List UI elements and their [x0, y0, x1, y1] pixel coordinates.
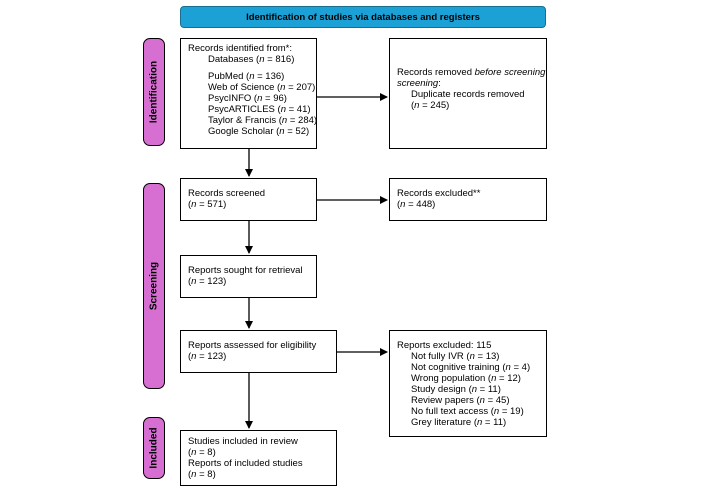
records-screened-box: Records screened (n = 571)	[180, 178, 317, 221]
records-excluded-box: Records excluded** (n = 448)	[389, 178, 547, 221]
records-identified-box: Records identified from*: Databases (n =…	[180, 38, 317, 149]
reports-sought-title: Reports sought for retrieval	[188, 265, 303, 276]
reports-assessed-box: Reports assessed for eligibility (n = 12…	[180, 330, 337, 373]
reports-assessed-count: (n = 123)	[188, 351, 227, 362]
records-identified-title: Records identified from*:	[188, 43, 293, 54]
reason-no-full-text: No full text access (n = 19)	[411, 406, 524, 417]
records-excluded-count: (n = 448)	[397, 199, 436, 210]
reports-included-title: Reports of included studies	[188, 458, 303, 469]
records-removed-title-2: screening:	[397, 78, 441, 89]
reports-sought-count: (n = 123)	[188, 276, 227, 287]
reports-assessed-title: Reports assessed for eligibility	[188, 340, 317, 351]
stage-identification: Identification	[143, 38, 165, 146]
reports-excluded-box: Reports excluded: 115 Not fully IVR (n =…	[389, 330, 547, 437]
reason-review-papers: Review papers (n = 45)	[411, 395, 510, 406]
studies-included-count: (n = 8)	[188, 447, 216, 458]
header-title: Identification of studies via databases …	[246, 11, 480, 23]
reason-not-fully-ivr: Not fully IVR (n = 13)	[411, 351, 500, 362]
source-google-scholar: Google Scholar (n = 52)	[208, 126, 310, 137]
records-removed-box: Records removed before screening screeni…	[389, 38, 547, 149]
studies-included-box: Studies included in review (n = 8) Repor…	[180, 430, 337, 486]
source-psycinfo: PsycINFO (n = 96)	[208, 93, 287, 104]
source-web-of-science: Web of Science (n = 207)	[208, 82, 316, 93]
reason-wrong-population: Wrong population (n = 12)	[411, 373, 521, 384]
records-removed-title: Records removed before screening	[397, 67, 546, 78]
source-pubmed: PubMed (n = 136)	[208, 71, 285, 82]
records-screened-count: (n = 571)	[188, 199, 227, 210]
duplicate-records-count: (n = 245)	[411, 100, 450, 111]
reason-study-design: Study design (n = 11)	[411, 384, 501, 395]
stage-included: Included	[143, 417, 165, 479]
reason-grey-literature: Grey literature (n = 11)	[411, 417, 507, 428]
records-screened-title: Records screened	[188, 188, 266, 199]
source-psycarticles: PsycARTICLES (n = 41)	[208, 104, 311, 115]
stage-screening: Screening	[143, 183, 165, 389]
reports-included-count: (n = 8)	[188, 469, 216, 480]
studies-included-title: Studies included in review	[188, 436, 298, 447]
header-banner: Identification of studies via databases …	[180, 6, 546, 28]
reports-excluded-title: Reports excluded: 115	[397, 340, 492, 351]
reports-sought-box: Reports sought for retrieval (n = 123)	[180, 255, 317, 298]
records-excluded-title: Records excluded**	[397, 188, 481, 199]
databases-line: Databases (n = 816)	[208, 54, 295, 65]
source-taylor-francis: Taylor & Francis (n = 284)	[208, 115, 318, 126]
reason-not-cognitive-training: Not cognitive training (n = 4)	[411, 362, 531, 373]
duplicate-records-label: Duplicate records removed	[411, 89, 525, 100]
